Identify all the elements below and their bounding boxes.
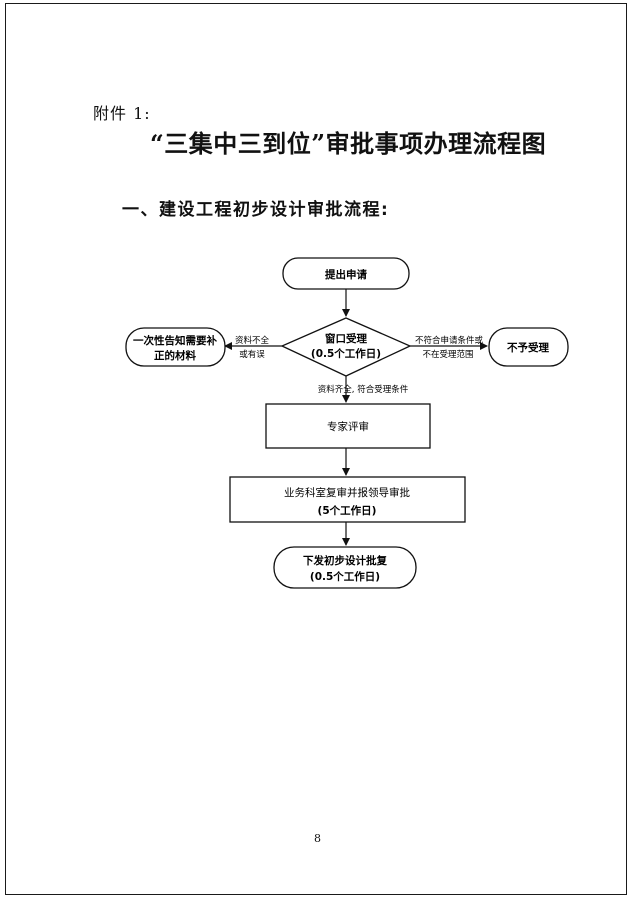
node-notify-supplement: 一次性告知需要补 正的材料 (125, 327, 226, 367)
section-heading: 一、建设工程初步设计审批流程: (122, 200, 390, 220)
node-issue-line1: 下发初步设计批复 (303, 554, 387, 567)
document-title: “三集中三到位”审批事项办理流程图 (150, 129, 547, 158)
node-department-review: 业务科室复审并报领导审批 (5个工作日) (229, 476, 466, 523)
node-submit-label: 提出申请 (325, 268, 367, 281)
node-review-line2: (5个工作日) (318, 504, 377, 517)
node-window-acceptance: 窗口受理 (0.5个工作日) (280, 317, 412, 377)
node-expert-review: 专家评审 (265, 403, 431, 449)
attachment-label: 附件 1: (93, 104, 151, 123)
edge-out-of-scope-line2: 不在受理范围 (422, 349, 473, 360)
node-expert-label: 专家评审 (327, 420, 369, 433)
edge-incomplete-line1: 资料不全 (235, 335, 270, 346)
node-window-line1: 窗口受理 (325, 332, 367, 345)
node-review-line1: 业务科室复审并报领导审批 (284, 486, 410, 499)
node-reject-label: 不予受理 (507, 341, 549, 354)
page-number: 8 (314, 832, 321, 845)
edge-out-of-scope-line1: 不符合申请条件或 (415, 335, 484, 346)
node-notify-line2: 正的材料 (154, 349, 196, 362)
page-border (5, 3, 627, 895)
node-window-line2: (0.5个工作日) (311, 347, 381, 360)
edge-incomplete-line2: 或有误 (239, 349, 265, 360)
node-reject: 不予受理 (488, 327, 569, 367)
node-issue-approval: 下发初步设计批复 (0.5个工作日) (273, 546, 417, 589)
node-issue-line2: (0.5个工作日) (310, 570, 380, 583)
edge-complete-label: 资料齐全, 符合受理条件 (318, 384, 409, 395)
node-notify-line1: 一次性告知需要补 (133, 334, 217, 347)
node-submit-application: 提出申请 (282, 257, 410, 290)
